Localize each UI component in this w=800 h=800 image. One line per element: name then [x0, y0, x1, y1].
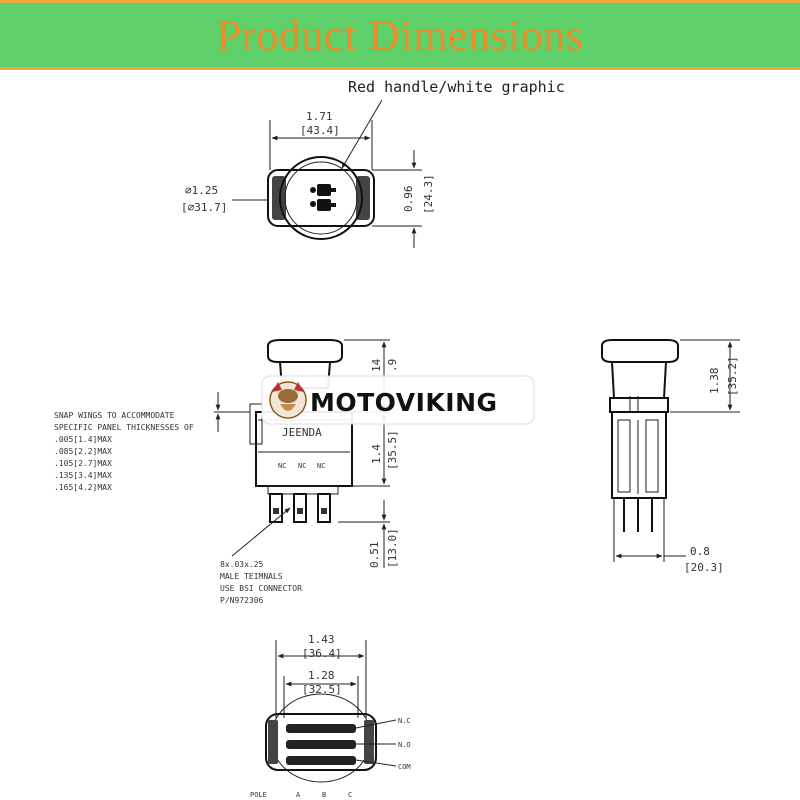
page-title: Product Dimensions	[216, 10, 584, 60]
contact-label-1: NC	[278, 462, 286, 470]
bottom-body	[265, 713, 377, 771]
term-note-3: USE BSI CONNECTOR	[220, 584, 302, 593]
top-dia-in: ∅1.25	[185, 184, 218, 197]
bottom-inner-in: 1.28	[308, 669, 335, 682]
contact-label-2: NC	[298, 462, 306, 470]
watermark-text: MOTOVIKING	[310, 388, 498, 417]
header-banner: Product Dimensions	[0, 0, 800, 70]
term-note-4: P/N972306	[220, 596, 264, 605]
term-note-2: MALE TEIMNALS	[220, 572, 283, 581]
top-height-in: 0.96	[402, 186, 415, 213]
front-top-in: 14	[370, 358, 383, 372]
front-body-mm: [35.5]	[386, 430, 399, 470]
front-snap-wing	[249, 403, 263, 445]
top-body	[267, 169, 375, 227]
pole-a: A	[296, 791, 301, 799]
bottom-inner-mm: [32.5]	[302, 683, 342, 696]
callout-leader	[341, 99, 383, 169]
bottom-outer-in: 1.43	[308, 633, 335, 646]
front-top-mm: .9	[386, 359, 399, 372]
top-height-mm: [24.3]	[422, 174, 435, 214]
side-handle	[601, 339, 679, 363]
terminal-row-com	[286, 756, 356, 765]
handle-inner	[284, 161, 358, 235]
side-bottom-in: 0.8	[690, 545, 710, 558]
side-height-in: 1.38	[708, 368, 721, 395]
side-height-mm: [35.2]	[726, 356, 739, 396]
front-term-in: 0.51	[368, 542, 381, 569]
top-width-in: 1.71	[306, 110, 333, 123]
snap-note-1: SNAP WINGS TO ACCOMMODATE	[54, 411, 175, 420]
handle-outer	[279, 156, 363, 240]
snap-note-4: .085[2.2]MAX	[54, 447, 112, 456]
snap-note-6: .135[3.4]MAX	[54, 471, 112, 480]
handle-callout: Red handle/white graphic	[348, 78, 565, 96]
row-label-nc: N.C	[398, 717, 411, 725]
contact-label-3: NC	[317, 462, 325, 470]
term-note-1: 8x.03x.25	[220, 560, 264, 569]
bottom-handle-outline	[270, 693, 372, 783]
side-stem	[611, 361, 667, 399]
watermark: MOTOVIKING	[261, 375, 535, 425]
side-bottom-mm: [20.3]	[684, 561, 724, 574]
snap-note-3: .005[1.4]MAX	[54, 435, 112, 444]
top-dia-mm: [∅31.7]	[181, 201, 227, 214]
snap-note-5: .105[2.7]MAX	[54, 459, 112, 468]
front-body-in: 1.4	[370, 444, 383, 464]
terminal-leader	[231, 507, 291, 557]
top-width-mm: [43.4]	[300, 124, 340, 137]
handle-graphic-icon	[310, 184, 336, 211]
pole-label: POLE	[250, 791, 267, 799]
front-term-mm: [13.0]	[386, 528, 399, 568]
terminal-1	[269, 493, 283, 523]
side-view: 1.38 [35.2] 0.8 [20.3]	[601, 339, 740, 574]
row-label-no: N.O	[398, 741, 411, 749]
front-brand-label: JEENDA	[282, 426, 322, 439]
bottom-view: 1.43 [36.4] 1.28 [32.5] N.C N.O COM POLE…	[250, 633, 411, 799]
terminal-row-nc	[286, 724, 356, 733]
terminal-3	[317, 493, 331, 523]
row-label-com: COM	[398, 763, 411, 771]
pole-c: C	[348, 791, 352, 799]
snap-note-2: SPECIFIC PANEL THICKNESSES OF	[54, 423, 194, 432]
terminal-2	[293, 493, 307, 523]
bottom-outer-mm: [36.4]	[302, 647, 342, 660]
front-handle	[267, 339, 343, 363]
top-view: Red handle/white graphic 1.71 [43.4] ∅1.…	[181, 78, 565, 248]
pole-b: B	[322, 791, 326, 799]
front-view: JEENDA NC NC NC 14 .9 1.4 [35.5] 0.51 [1…	[54, 339, 399, 605]
viking-logo-icon	[269, 381, 307, 419]
terminal-row-no	[286, 740, 356, 749]
snap-note-7: .165[4.2]MAX	[54, 483, 112, 492]
